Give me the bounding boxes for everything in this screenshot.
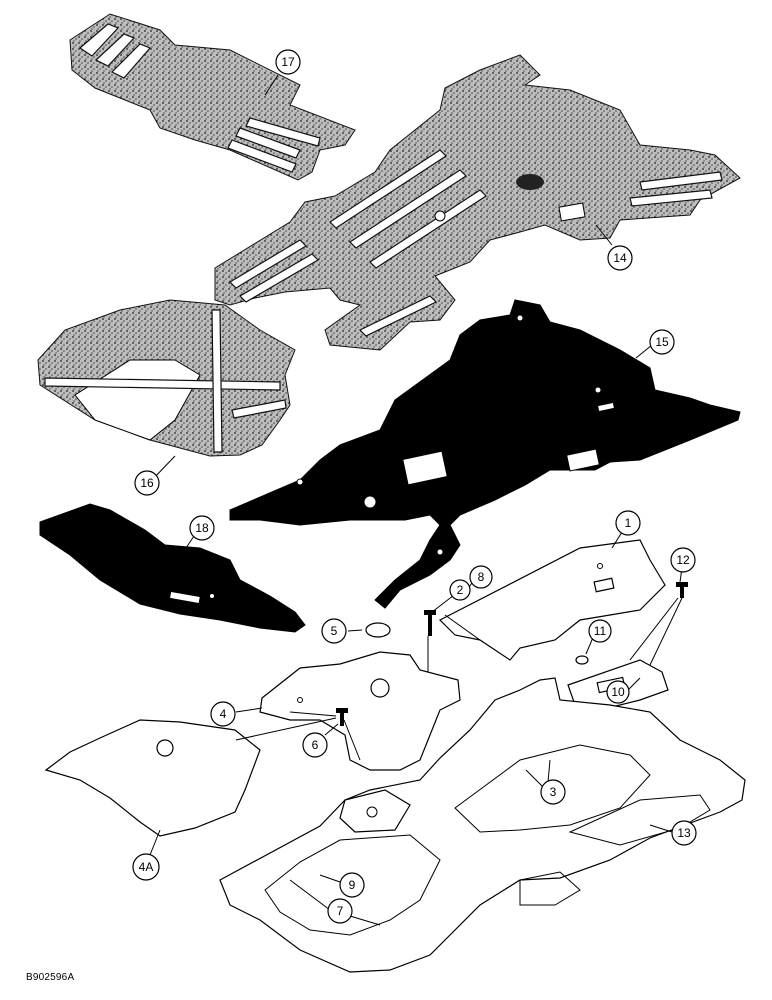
callout-17: 17 <box>275 49 301 75</box>
callout-15: 15 <box>649 329 675 355</box>
floor-mat-14 <box>214 54 741 351</box>
bolt-2 <box>424 610 436 636</box>
callout-8: 8 <box>469 565 493 589</box>
svg-text:15: 15 <box>655 335 669 349</box>
svg-text:10: 10 <box>611 685 625 699</box>
cab-floor-base <box>219 677 746 973</box>
floor-mat-17 <box>69 13 356 181</box>
svg-text:1: 1 <box>625 516 632 530</box>
callout-7: 7 <box>327 898 353 924</box>
svg-text:9: 9 <box>349 878 356 892</box>
callout-13: 13 <box>671 820 697 846</box>
floor-underlay-15 <box>229 299 741 609</box>
svg-text:16: 16 <box>140 476 154 490</box>
svg-text:3: 3 <box>550 785 557 799</box>
bolt-12 <box>676 582 688 598</box>
callout-5: 5 <box>321 618 347 644</box>
plate-4 <box>259 651 461 771</box>
svg-text:17: 17 <box>281 55 295 69</box>
svg-text:18: 18 <box>195 521 209 535</box>
callout-12: 12 <box>670 547 696 573</box>
svg-text:12: 12 <box>676 553 690 567</box>
callout-1: 1 <box>615 510 641 536</box>
svg-text:13: 13 <box>677 826 691 840</box>
callout-16: 16 <box>134 470 160 496</box>
callout-18: 18 <box>189 515 215 541</box>
callout-9: 9 <box>339 872 365 898</box>
plate-4A <box>44 719 261 837</box>
svg-text:4: 4 <box>220 707 227 721</box>
svg-text:5: 5 <box>331 624 338 638</box>
callout-10: 10 <box>606 680 630 704</box>
svg-text:11: 11 <box>594 624 607 638</box>
svg-text:7: 7 <box>337 904 344 918</box>
callout-3: 3 <box>540 779 566 805</box>
svg-text:6: 6 <box>312 738 319 752</box>
grommet-5 <box>365 622 391 638</box>
svg-text:2: 2 <box>457 583 464 597</box>
floor-strip-18 <box>39 503 306 633</box>
callout-4A: 4A <box>132 853 160 881</box>
grommet-11 <box>575 655 589 665</box>
svg-text:14: 14 <box>613 251 627 265</box>
callout-11: 11 <box>588 619 612 643</box>
bolt-6 <box>336 708 348 726</box>
cover-plate-1 <box>438 539 666 661</box>
callout-2: 2 <box>449 579 471 601</box>
callout-6: 6 <box>302 732 328 758</box>
reference-code: B902596A <box>26 972 75 983</box>
floor-mat-16 <box>37 299 296 457</box>
svg-text:4A: 4A <box>139 860 154 874</box>
callout-14: 14 <box>607 245 633 271</box>
callout-4: 4 <box>210 701 236 727</box>
svg-text:8: 8 <box>478 570 485 584</box>
